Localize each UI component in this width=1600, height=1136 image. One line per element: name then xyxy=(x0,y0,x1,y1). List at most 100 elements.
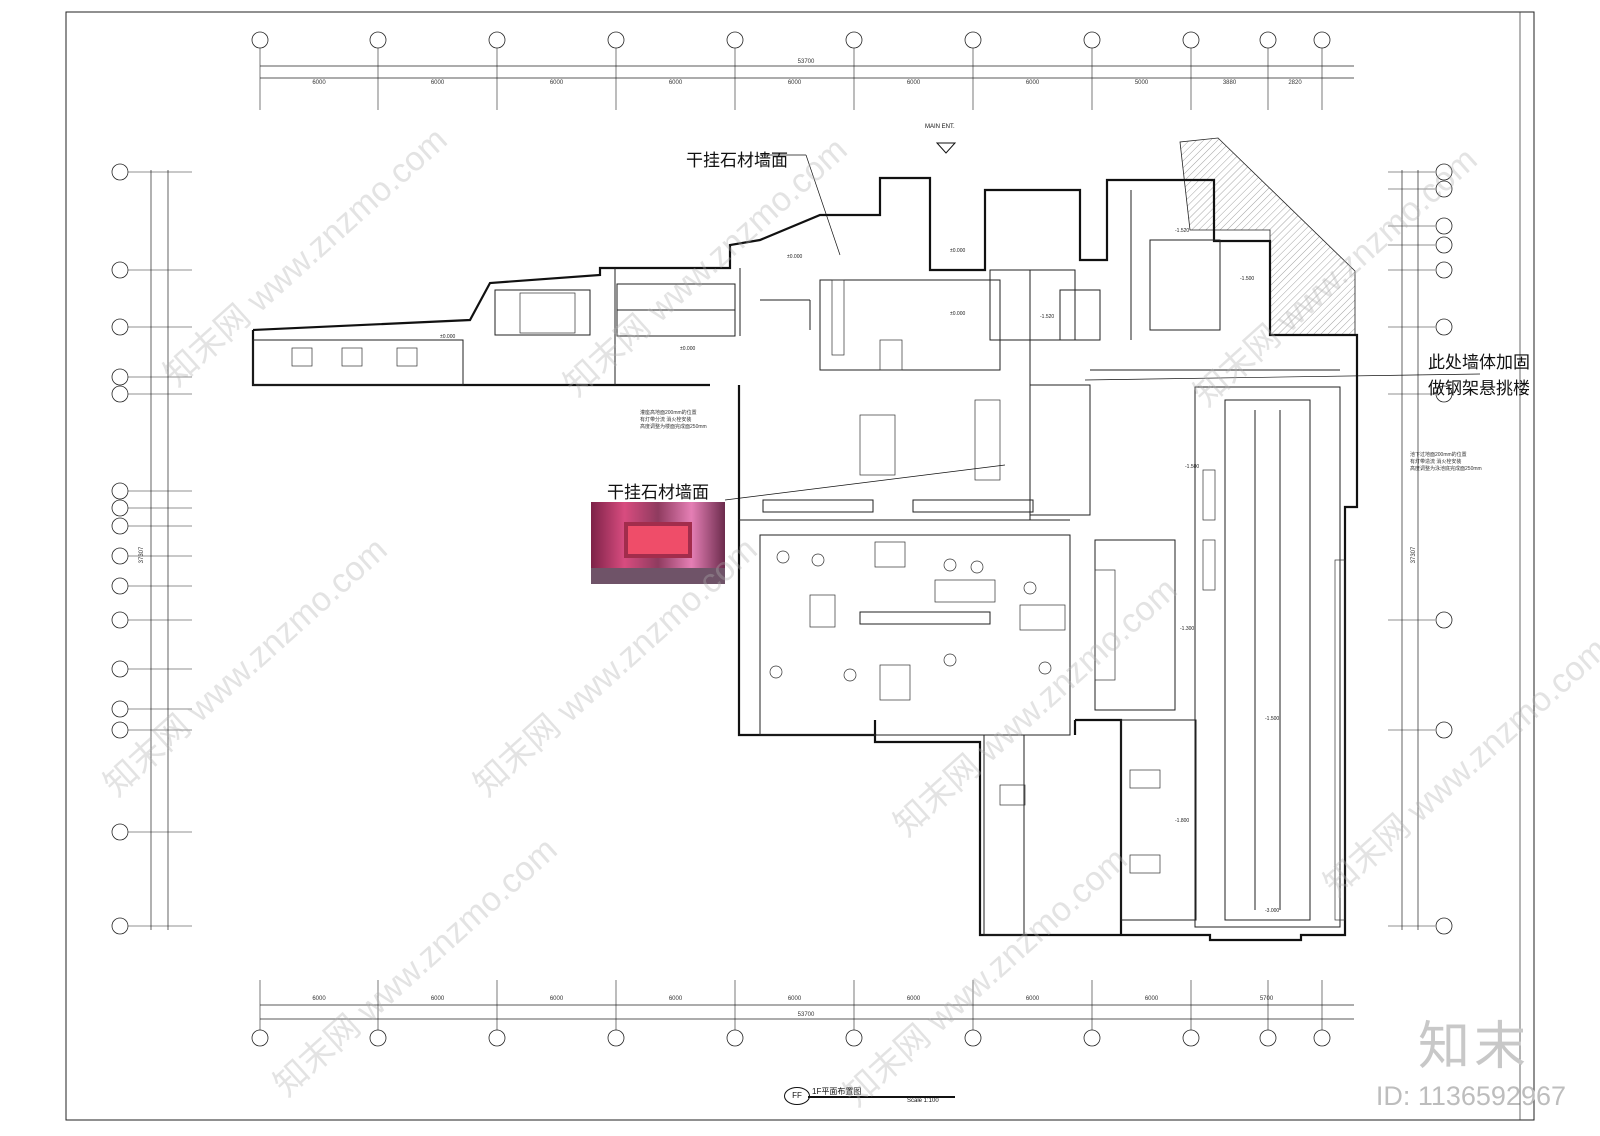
grid-bubble xyxy=(111,482,129,500)
top-span-label: 6000 xyxy=(431,80,445,86)
annotation-leaders xyxy=(724,154,1481,501)
grid-bubble xyxy=(726,1029,744,1047)
grid-bubble xyxy=(1182,31,1200,49)
top-span-label: 6000 xyxy=(788,80,802,86)
level-label: ±0.000 xyxy=(787,254,802,260)
grid-bubble xyxy=(111,385,129,403)
top-span-label: 3880 xyxy=(1223,80,1237,86)
column-grid xyxy=(111,31,1453,1047)
grid-bubble xyxy=(369,31,387,49)
grid-bubble xyxy=(1083,31,1101,49)
grid-bubble xyxy=(1083,1029,1101,1047)
grid-bubble xyxy=(1313,1029,1331,1047)
level-label: -1.520 xyxy=(1040,314,1054,320)
grid-bubble xyxy=(1259,1029,1277,1047)
level-label: -1.520 xyxy=(1175,228,1189,234)
grid-bubble xyxy=(1435,236,1453,254)
grid-bubble xyxy=(1435,721,1453,739)
bottom-span-label: 6000 xyxy=(431,996,445,1002)
bottom-span-label: 6000 xyxy=(907,996,921,1002)
grid-bubble xyxy=(111,261,129,279)
right-dimension-chain xyxy=(1401,170,1419,930)
drawing-id: ID: 1136592967 xyxy=(1375,1081,1566,1111)
grid-bubble xyxy=(1435,385,1453,403)
left-total-dimension: 37307 xyxy=(139,546,145,563)
top-dimension-chain xyxy=(260,65,1354,79)
level-label: ±0.000 xyxy=(440,334,455,340)
grid-bubble xyxy=(1435,163,1453,181)
grid-bubble xyxy=(964,31,982,49)
furniture xyxy=(291,279,1346,921)
bottom-span-label: 6000 xyxy=(669,996,683,1002)
hydrant-note-left-line-2: 有灯带分流 消火栓安装 xyxy=(640,417,692,423)
grid-bubble xyxy=(488,31,506,49)
drawing-title-code: FF xyxy=(784,1087,810,1105)
left-dimension-chain xyxy=(150,170,169,930)
grid-bubble xyxy=(111,577,129,595)
grid-bubble xyxy=(111,700,129,718)
stone-wall-callout-top: 干挂石材墙面 xyxy=(686,151,788,171)
main-entrance-arrow xyxy=(935,142,957,154)
hydrant-note-right-line-3: 高度调整为泳池底完成面250mm xyxy=(1410,466,1482,472)
sheet-border xyxy=(65,11,1535,1121)
grid-bubble xyxy=(111,318,129,336)
level-label: -3.000 xyxy=(1265,908,1279,914)
grid-bubble xyxy=(845,31,863,49)
grid-bubble xyxy=(111,499,129,517)
hydrant-note-left-line-3: 高度调整为楼面完成面250mm xyxy=(640,424,707,430)
bottom-dimension-chain xyxy=(260,1004,1354,1020)
right-total-dimension: 37307 xyxy=(1411,546,1417,563)
grid-bubble xyxy=(607,1029,625,1047)
grid-bubble xyxy=(111,547,129,565)
grid-bubble xyxy=(488,1029,506,1047)
grid-bubble xyxy=(1435,180,1453,198)
photo-screen xyxy=(624,522,692,558)
grid-bubble xyxy=(111,917,129,935)
grid-bubble xyxy=(1435,318,1453,336)
interior-partitions xyxy=(252,190,1341,936)
building-walls xyxy=(251,176,1359,942)
top-span-label: 6000 xyxy=(907,80,921,86)
drawing-title: 1F平面布置图 xyxy=(812,1087,862,1096)
top-span-label: 6000 xyxy=(669,80,683,86)
level-labels: ±0.000±0.000±0.000±0.000±0.000-1.520-1.5… xyxy=(440,228,1279,914)
grid-bubble xyxy=(251,31,269,49)
grid-bubble xyxy=(111,721,129,739)
grid-bubble xyxy=(845,1029,863,1047)
grid-bubble xyxy=(111,823,129,841)
hatched-area xyxy=(1179,137,1356,336)
level-label: -1.300 xyxy=(1180,626,1194,632)
grid-bubble xyxy=(1182,1029,1200,1047)
grid-bubble xyxy=(111,660,129,678)
hydrant-note-left-line-1: 灌座高地面200mm的位置 xyxy=(640,410,697,416)
grid-bubble xyxy=(726,31,744,49)
drawing-scale: Scale 1:100 xyxy=(907,1098,939,1104)
grid-bubble xyxy=(1435,217,1453,235)
grid-bubble xyxy=(111,163,129,181)
grid-bubble xyxy=(1435,261,1453,279)
level-label: -1.500 xyxy=(1265,716,1279,722)
top-total-dimension: 53700 xyxy=(798,59,815,65)
hydrant-note-right-line-1: 池下过地面200mm的位置 xyxy=(1410,452,1467,458)
structural-note-line-1: 此处墙体加固 xyxy=(1428,353,1530,373)
grid-bubble xyxy=(964,1029,982,1047)
structural-note: 此处墙体加固 做钢架悬挑楼 xyxy=(1428,350,1530,402)
photo-floor xyxy=(591,568,725,584)
hydrant-note-left: 灌座高地面200mm的位置 有灯带分流 消火栓安装 高度调整为楼面完成面250m… xyxy=(640,410,707,431)
grid-bubble xyxy=(111,611,129,629)
grid-bubble xyxy=(111,517,129,535)
bottom-total-dimension: 53700 xyxy=(798,1012,815,1018)
top-span-label: 6000 xyxy=(1026,80,1040,86)
level-label: ±0.000 xyxy=(680,346,695,352)
level-label: -1.800 xyxy=(1175,818,1189,824)
bottom-span-label: 6000 xyxy=(788,996,802,1002)
top-span-label: 6000 xyxy=(312,80,326,86)
grid-bubble xyxy=(1435,917,1453,935)
level-label: -1.500 xyxy=(1240,276,1254,282)
hydrant-note-right: 池下过地面200mm的位置 有灯带造流 消火栓安装 高度调整为泳池底完成面250… xyxy=(1410,452,1482,473)
bottom-span-label: 6000 xyxy=(1026,996,1040,1002)
top-span-label: 6000 xyxy=(550,80,564,86)
